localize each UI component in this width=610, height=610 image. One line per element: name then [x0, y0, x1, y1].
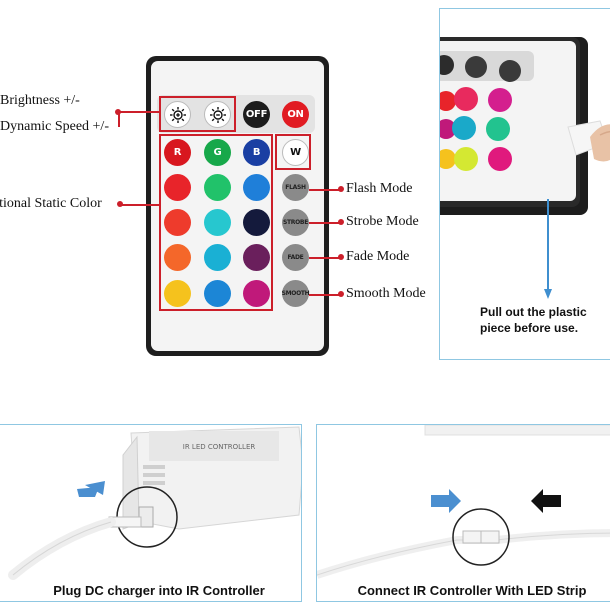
static-color-button[interactable] — [164, 174, 191, 201]
smooth-mode-label: Smooth Mode — [346, 286, 426, 301]
sun-minus-icon — [209, 106, 226, 123]
mode-button-label: FLASH — [285, 184, 306, 191]
color-button-label: W — [290, 147, 301, 158]
static-color-callout-box — [159, 134, 273, 311]
on-button[interactable]: ON — [282, 101, 309, 128]
color-button-w[interactable]: W — [282, 139, 309, 166]
static-color-button[interactable] — [164, 244, 191, 271]
fade-mode-label: Fade Mode — [346, 249, 410, 264]
white-callout-box — [275, 134, 311, 170]
color-button-label: G — [213, 147, 222, 158]
pull-plastic-caption: Pull out the plastic piece before use. — [480, 305, 587, 335]
smooth-leader — [309, 294, 342, 296]
static-color-button[interactable] — [204, 280, 231, 307]
mode-button-label: FADE — [287, 254, 304, 261]
static-color-button[interactable] — [243, 174, 270, 201]
static-color-button[interactable] — [204, 174, 231, 201]
flash-mode-label: Flash Mode — [346, 181, 413, 196]
smooth-leader-dot — [338, 291, 344, 297]
color-button-g[interactable]: G — [204, 139, 231, 166]
plug-dc-caption: Plug DC charger into IR Controller — [53, 583, 265, 598]
strobe-leader-dot — [338, 219, 344, 225]
mode-button-label: STROBE — [282, 219, 308, 226]
brightness-up-button[interactable] — [164, 101, 191, 128]
static-color-button[interactable] — [164, 209, 191, 236]
brightness-label: Brightness +/- — [0, 93, 80, 108]
static-color-button[interactable] — [164, 280, 191, 307]
static-color-button[interactable] — [204, 209, 231, 236]
flash-leader-dot — [338, 186, 344, 192]
flash-leader — [309, 189, 342, 191]
strobe-leader — [309, 222, 342, 224]
mode-button-flash[interactable]: FLASH — [282, 174, 309, 201]
static-color-button[interactable] — [243, 280, 270, 307]
brightness-callout-box — [159, 96, 236, 132]
strobe-mode-label: Strobe Mode — [346, 214, 419, 229]
ir-controller-photo: IR LED CONTROLLER — [8, 426, 301, 580]
mode-button-label: SMOOTH — [281, 290, 310, 297]
svg-text:IR LED CONTROLLER: IR LED CONTROLLER — [183, 443, 256, 451]
static-color-button[interactable] — [243, 244, 270, 271]
connect-strip-caption: Connect IR Controller With LED Strip — [357, 583, 587, 598]
color-button-label: B — [252, 147, 261, 158]
fade-leader — [309, 257, 342, 259]
mode-button-smooth[interactable]: SMOOTH — [281, 280, 310, 307]
pull-plastic-panel: Pull out the plastic piece before use. — [439, 8, 610, 360]
static-color-button[interactable] — [243, 209, 270, 236]
color-button-label: R — [173, 147, 182, 158]
brightness-down-button[interactable] — [204, 101, 231, 128]
mode-button-fade[interactable]: FADE — [282, 244, 309, 271]
color-button-r[interactable]: R — [164, 139, 191, 166]
connect-strip-panel: Connect IR Controller With LED Strip — [316, 424, 610, 602]
off-button[interactable]: OFF — [243, 101, 270, 128]
brightness-leader — [118, 111, 160, 113]
dynamic-speed-label: Dynamic Speed +/- — [0, 119, 109, 134]
sun-plus-icon — [169, 106, 186, 123]
speed-leader-vertical — [118, 111, 120, 127]
static-color-leader — [120, 204, 160, 206]
remote-corner-photo — [440, 37, 610, 299]
fade-leader-dot — [338, 254, 344, 260]
led-strip-connector-photo — [317, 425, 610, 579]
color-button-b[interactable]: B — [243, 139, 270, 166]
plug-dc-panel: IR LED CONTROLLER Plug DC charger into I… — [0, 424, 302, 602]
static-color-label: Optional Static Color — [0, 196, 102, 211]
mode-button-strobe[interactable]: STROBE — [282, 209, 309, 236]
static-color-button[interactable] — [204, 244, 231, 271]
static-color-leader-dot — [117, 201, 123, 207]
